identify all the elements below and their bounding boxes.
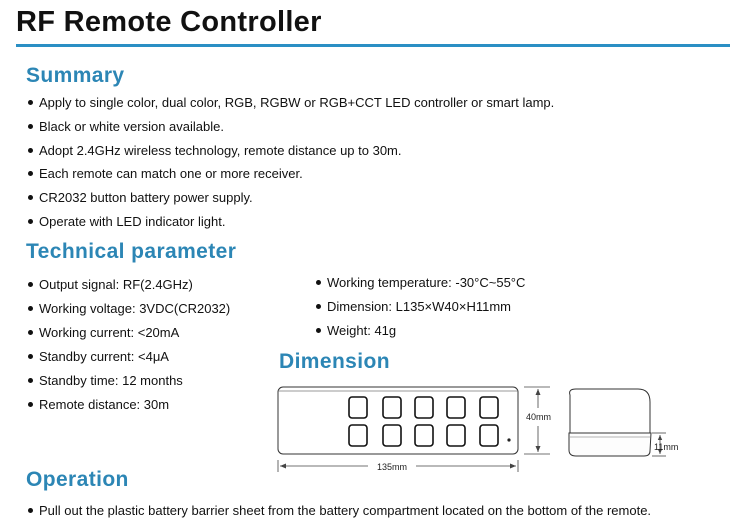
- technical-item: Working voltage: 3VDC(CR2032): [28, 301, 230, 316]
- height-dimension-line: [652, 432, 666, 457]
- title-divider: [16, 44, 730, 47]
- remote-button: [382, 396, 402, 419]
- technical-item: Remote distance: 30m: [28, 397, 169, 412]
- operation-item: Pull out the plastic battery barrier she…: [28, 503, 651, 518]
- technical-item: Standby current: <4μA: [28, 349, 169, 364]
- led-indicator-icon: [507, 438, 511, 442]
- bullet-dot-icon: [28, 282, 33, 288]
- operation-heading: Operation: [26, 468, 129, 491]
- technical-item: Working current: <20mA: [28, 325, 179, 340]
- summary-item: Each remote can match one or more receiv…: [28, 166, 303, 181]
- dimension-heading: Dimension: [279, 350, 390, 373]
- technical-item: Standby time: 12 months: [28, 373, 183, 388]
- width-dimension-line: [524, 386, 550, 455]
- page-title: RF Remote Controller: [16, 6, 322, 38]
- length-label: 135mm: [377, 462, 407, 472]
- bullet-dot-icon: [28, 195, 33, 201]
- remote-button: [348, 424, 368, 447]
- bullet-dot-icon: [28, 354, 33, 360]
- bullet-dot-icon: [28, 330, 33, 336]
- remote-button: [348, 396, 368, 419]
- remote-button: [414, 396, 434, 419]
- technical-heading: Technical parameter: [26, 240, 237, 263]
- bullet-dot-icon: [316, 280, 321, 286]
- remote-body-outline: [277, 386, 519, 455]
- height-label: 11mm: [654, 442, 678, 452]
- remote-side-base: [568, 432, 652, 457]
- remote-button-grid: [348, 396, 499, 447]
- bullet-dot-icon: [28, 402, 33, 408]
- bullet-dot-icon: [28, 378, 33, 384]
- bullet-dot-icon: [316, 328, 321, 334]
- remote-side-view: [569, 388, 651, 434]
- remote-button: [414, 424, 434, 447]
- bullet-dot-icon: [28, 508, 33, 514]
- remote-button: [382, 424, 402, 447]
- summary-item: Black or white version available.: [28, 119, 224, 134]
- remote-button: [446, 424, 466, 447]
- length-dimension-line: [277, 460, 519, 472]
- bullet-dot-icon: [28, 306, 33, 312]
- bullet-dot-icon: [28, 148, 33, 154]
- bullet-dot-icon: [28, 100, 33, 106]
- bullet-dot-icon: [316, 304, 321, 310]
- bullet-dot-icon: [28, 124, 33, 130]
- bullet-dot-icon: [28, 219, 33, 225]
- technical-item: Dimension: L135×W40×H11mm: [316, 299, 511, 314]
- width-label: 40mm: [526, 412, 551, 422]
- summary-heading: Summary: [26, 64, 125, 87]
- summary-item: CR2032 button battery power supply.: [28, 190, 253, 205]
- remote-button: [446, 396, 466, 419]
- technical-item: Output signal: RF(2.4GHz): [28, 277, 193, 292]
- summary-item: Apply to single color, dual color, RGB, …: [28, 95, 554, 110]
- bullet-dot-icon: [28, 171, 33, 177]
- technical-item: Weight: 41g: [316, 323, 396, 338]
- summary-item: Operate with LED indicator light.: [28, 214, 225, 229]
- technical-item: Working temperature: -30°C~55°C: [316, 275, 525, 290]
- remote-button: [479, 396, 499, 419]
- summary-item: Adopt 2.4GHz wireless technology, remote…: [28, 143, 402, 158]
- remote-button: [479, 424, 499, 447]
